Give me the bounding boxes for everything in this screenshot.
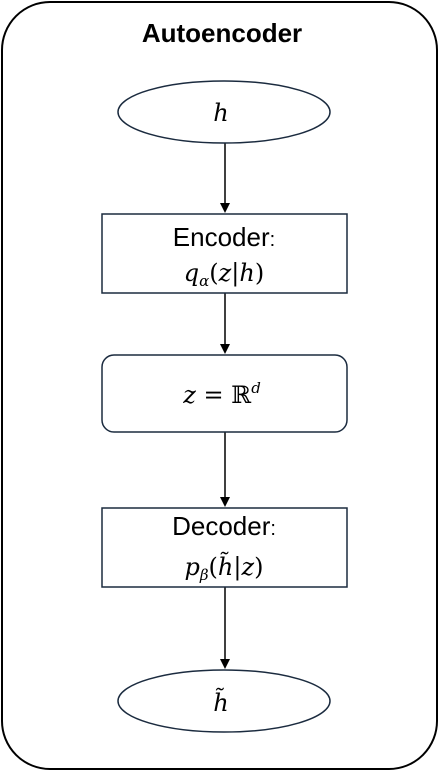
encoder-name-label: Encoder: <box>173 222 275 252</box>
decoder-cond: z <box>240 553 254 581</box>
node-latent: z = ℝd <box>101 354 348 433</box>
decoder-bar: | <box>233 553 241 582</box>
decoder-close-paren: ) <box>254 553 263 581</box>
encoder-name: Encoder <box>173 222 270 252</box>
latent-formula: z = ℝd <box>182 379 261 409</box>
decoder-fn: p <box>184 553 199 581</box>
encoder-cond: h <box>239 259 254 287</box>
edges <box>220 143 230 669</box>
output-label: h̃ <box>213 688 228 717</box>
latent-dim: d <box>251 379 261 397</box>
node-input: h <box>117 80 331 144</box>
encoder-arg: z <box>218 259 232 287</box>
output-ellipse <box>117 669 331 733</box>
decoder-colon: : <box>270 518 276 540</box>
encoder-colon: : <box>270 229 276 251</box>
diagram-title: Autoencoder <box>142 18 302 48</box>
node-output: h̃ <box>117 669 331 733</box>
encoder-subscript: α <box>199 272 209 290</box>
arrowhead-encoder-latent <box>220 344 230 354</box>
arrowhead-decoder-output <box>220 659 230 669</box>
decoder-formula: pβ(h̃|z) <box>184 552 263 584</box>
arrowhead-latent-decoder <box>220 497 230 507</box>
node-decoder: Decoder: pβ(h̃|z) <box>101 507 348 588</box>
decoder-arg: h̃ <box>218 552 233 581</box>
input-ellipse <box>117 80 331 144</box>
latent-var: z <box>182 381 196 409</box>
latent-space: ℝ <box>231 381 252 409</box>
arrowhead-input-encoder <box>220 203 230 213</box>
latent-eq: = <box>196 381 231 409</box>
decoder-name-label: Decoder: <box>172 511 276 541</box>
encoder-box <box>101 213 348 294</box>
encoder-open-paren: ( <box>209 259 218 287</box>
input-symbol: h <box>213 99 228 127</box>
decoder-open-paren: ( <box>209 553 218 581</box>
encoder-fn: q <box>184 259 199 287</box>
decoder-subscript: β <box>199 566 209 584</box>
encoder-close-paren: ) <box>255 259 264 287</box>
node-encoder: Encoder: qα(z|h) <box>101 213 348 294</box>
encoder-bar: | <box>231 259 239 288</box>
output-symbol: h̃ <box>213 688 228 717</box>
latent-box <box>101 354 348 433</box>
encoder-formula: qα(z|h) <box>184 259 264 290</box>
input-label: h <box>213 99 228 127</box>
decoder-name: Decoder <box>172 511 271 541</box>
decoder-box <box>101 507 348 588</box>
